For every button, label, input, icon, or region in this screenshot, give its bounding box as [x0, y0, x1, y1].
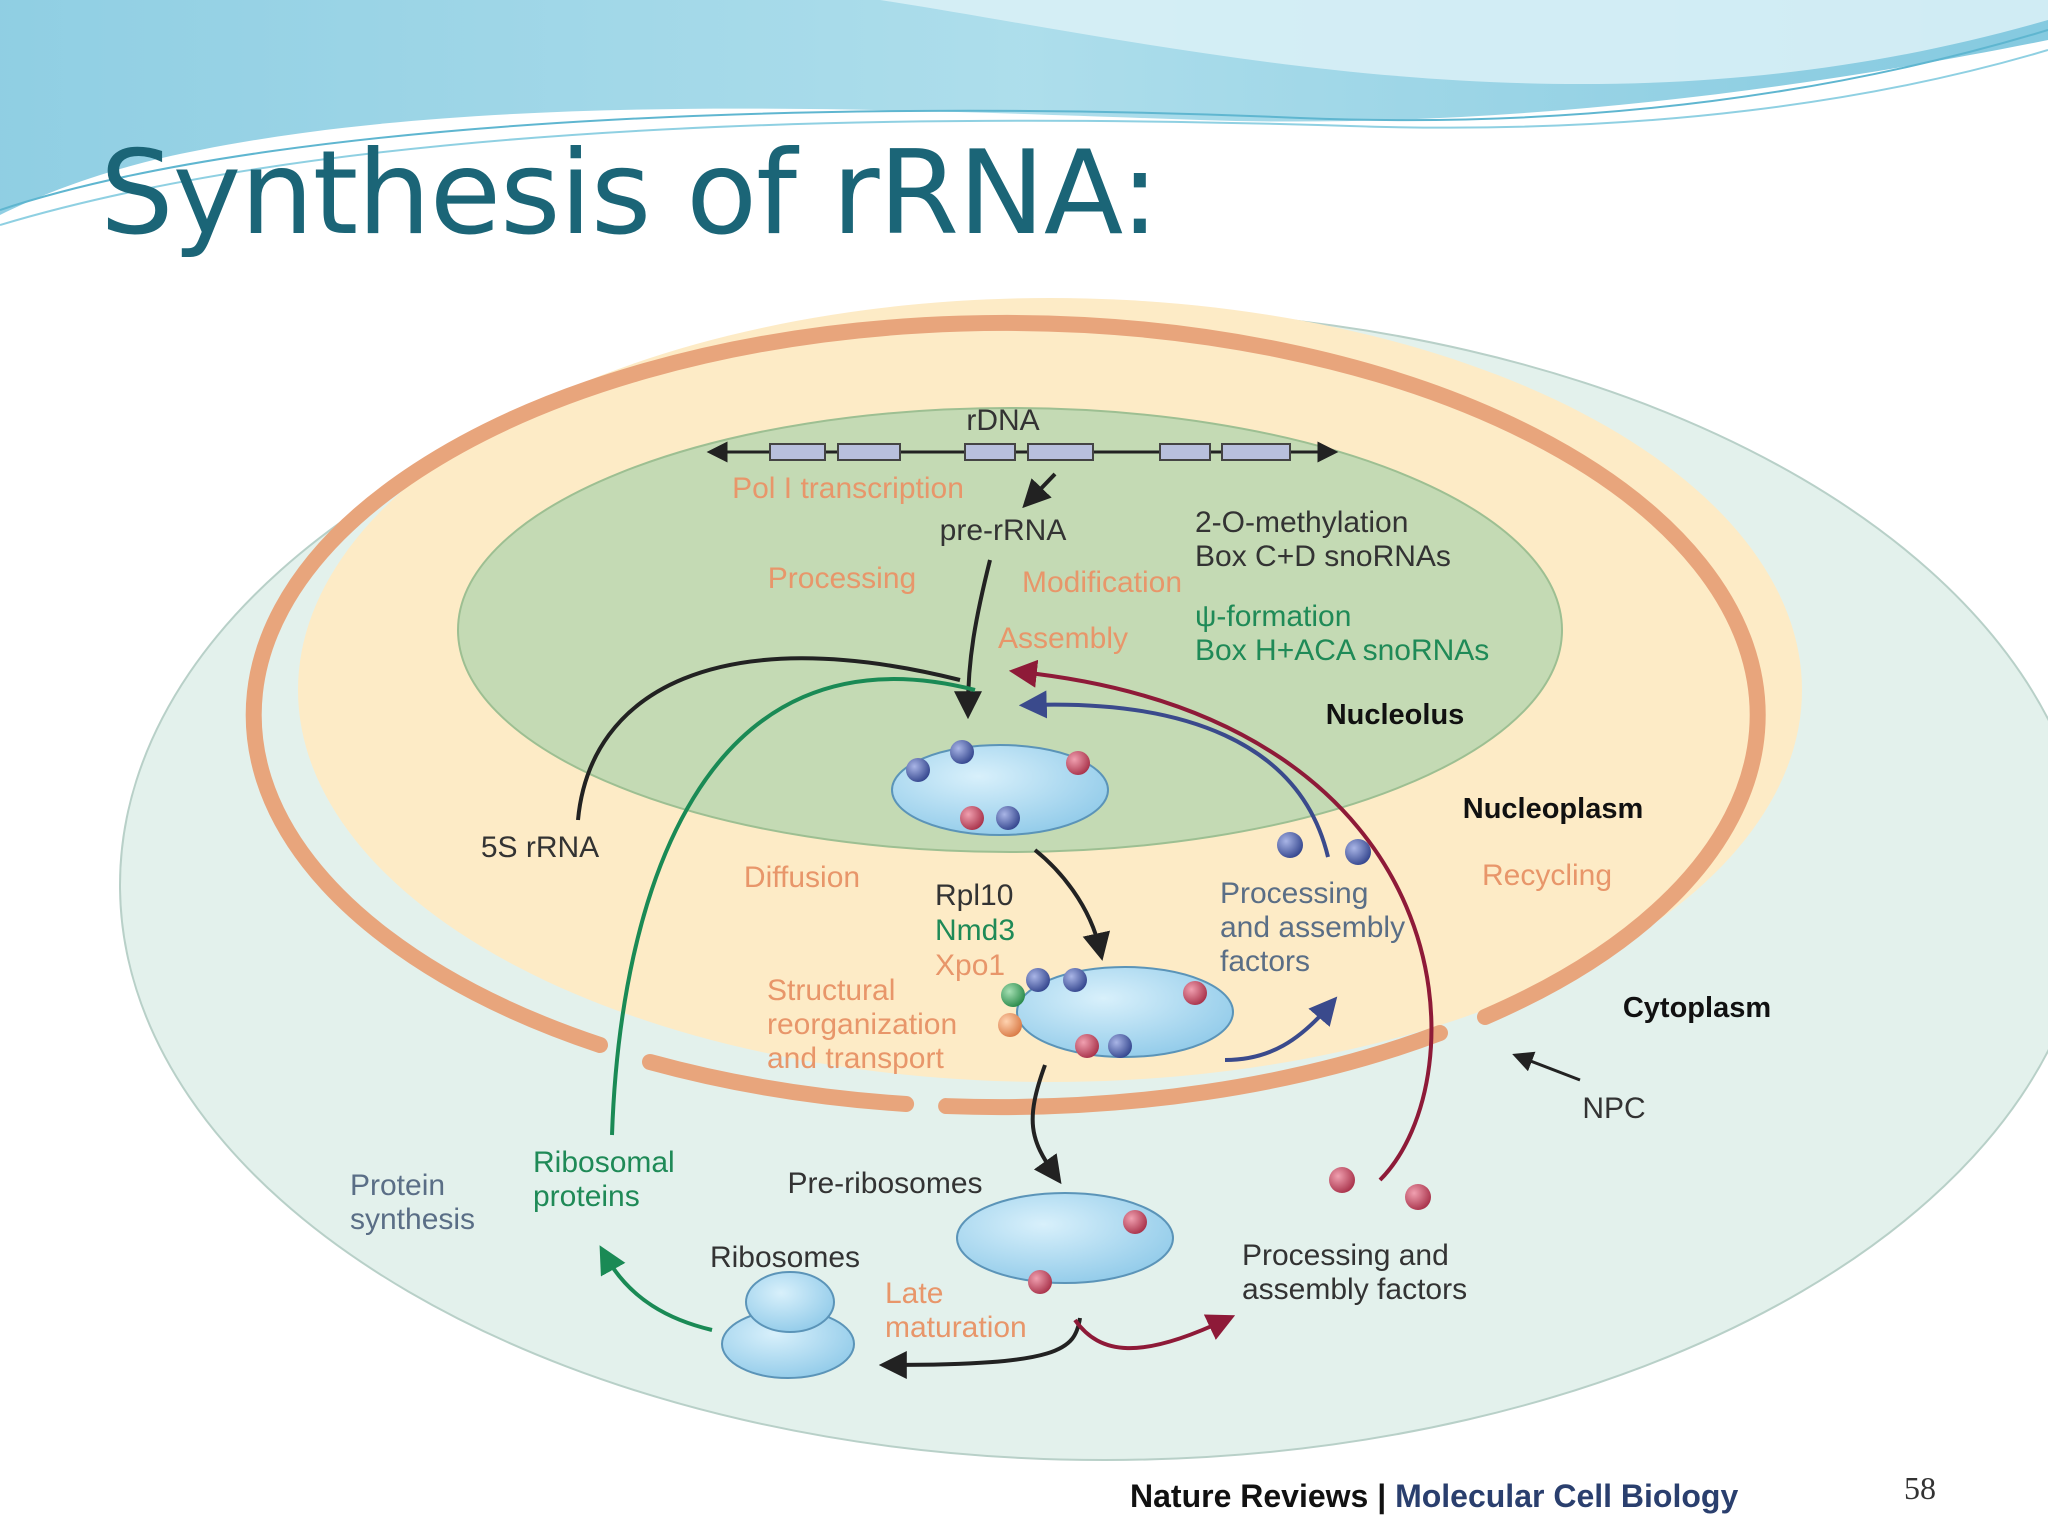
label-box-haca: Box H+ACA snoRNAs — [1195, 634, 1489, 667]
label-nucleolus: Nucleolus — [1326, 699, 1465, 731]
label-ribosomal-proteins-2: proteins — [533, 1180, 640, 1213]
label-box-cd: Box C+D snoRNAs — [1195, 540, 1451, 573]
arrow-export — [1030, 1064, 1062, 1185]
label-late-maturation-1: Late — [885, 1277, 943, 1310]
label-ribosomal-proteins-1: Ribosomal — [533, 1146, 675, 1179]
label-structural-2: reorganization — [767, 1008, 957, 1041]
arrow-npc-pointer — [1512, 1051, 1581, 1082]
mature-ribosome — [721, 1271, 855, 1379]
label-nmd3: Nmd3 — [935, 914, 1015, 947]
slide-title: Synthesis of rRNA: — [100, 126, 1159, 261]
pre-ribosome-cytoplasmic — [956, 1192, 1174, 1294]
pre-ribosome-nucleoplasmic — [998, 966, 1234, 1058]
slide-header-decoration — [0, 0, 2048, 226]
label-pre-ribosomes: Pre-ribosomes — [787, 1167, 982, 1200]
arrow-late-maturation — [878, 1317, 1082, 1379]
label-processing-factors-nuclear-3: factors — [1220, 945, 1310, 978]
pathway-arrows — [576, 472, 1581, 1379]
arrow-transcription — [1022, 472, 1057, 509]
slide-number: 58 — [1904, 1470, 1936, 1506]
label-rpl10: Rpl10 — [935, 879, 1013, 912]
rdna-strand — [706, 441, 1339, 463]
arrow-release-factors — [1224, 996, 1338, 1062]
label-recycling: Recycling — [1482, 859, 1612, 892]
label-protein-synthesis-2: synthesis — [350, 1203, 475, 1236]
released-factors-cytoplasmic — [1329, 1167, 1431, 1210]
arrow-processing — [954, 559, 992, 720]
arrow-recycle-factors-red — [1008, 659, 1434, 1182]
arrow-ribosomal-proteins — [610, 677, 976, 1136]
label-diffusion: Diffusion — [744, 861, 860, 894]
pre-ribosome-nucleolar — [891, 740, 1109, 836]
label-methylation: 2-O-methylation — [1195, 506, 1408, 539]
released-factors-nuclear — [1277, 832, 1371, 865]
nuclear-envelope — [245, 314, 1766, 1116]
label-5s-rrna: 5S rRNA — [481, 831, 599, 864]
label-xpo1: Xpo1 — [935, 949, 1005, 982]
arrow-protein-synthesis — [599, 1245, 713, 1332]
label-processing-factors-cyto-2: assembly factors — [1242, 1273, 1467, 1306]
label-pre-rrna: pre-rRNA — [940, 514, 1067, 547]
label-ribosomes: Ribosomes — [710, 1241, 860, 1274]
diagram-labels: rDNA Pol I transcription pre-rRNA 2-O-me… — [350, 404, 1771, 1344]
label-cytoplasm: Cytoplasm — [1623, 992, 1771, 1024]
label-assembly: Assembly — [998, 622, 1128, 655]
arrow-recycle-factors-blue — [1018, 690, 1330, 858]
label-nucleoplasm: Nucleoplasm — [1463, 793, 1644, 825]
label-protein-synthesis-1: Protein — [350, 1169, 445, 1202]
arrow-to-export — [1033, 848, 1111, 961]
label-late-maturation-2: maturation — [885, 1311, 1027, 1344]
label-modification: Modification — [1022, 566, 1182, 599]
source-publisher: Nature Reviews — [1130, 1478, 1369, 1514]
label-processing-factors-nuclear-2: and assembly — [1220, 911, 1405, 944]
label-npc: NPC — [1582, 1092, 1645, 1125]
source-journal: Molecular Cell Biology — [1395, 1478, 1739, 1514]
arrow-5s-rrna — [576, 656, 961, 821]
figure-source: Nature Reviews | Molecular Cell Biology — [1130, 1478, 1738, 1515]
label-processing-factors-nuclear-1: Processing — [1220, 877, 1368, 910]
label-processing: Processing — [768, 562, 916, 595]
label-rdna: rDNA — [966, 404, 1039, 437]
label-psi-formation: ψ-formation — [1195, 600, 1351, 633]
nucleolus — [457, 407, 1563, 853]
label-processing-factors-cyto-1: Processing and — [1242, 1239, 1449, 1272]
label-structural-1: Structural — [767, 974, 895, 1007]
source-separator: | — [1377, 1478, 1387, 1514]
arrow-cyto-factors — [1073, 1314, 1236, 1351]
label-pol1-transcription: Pol I transcription — [732, 472, 964, 505]
label-structural-3: and transport — [767, 1042, 944, 1075]
